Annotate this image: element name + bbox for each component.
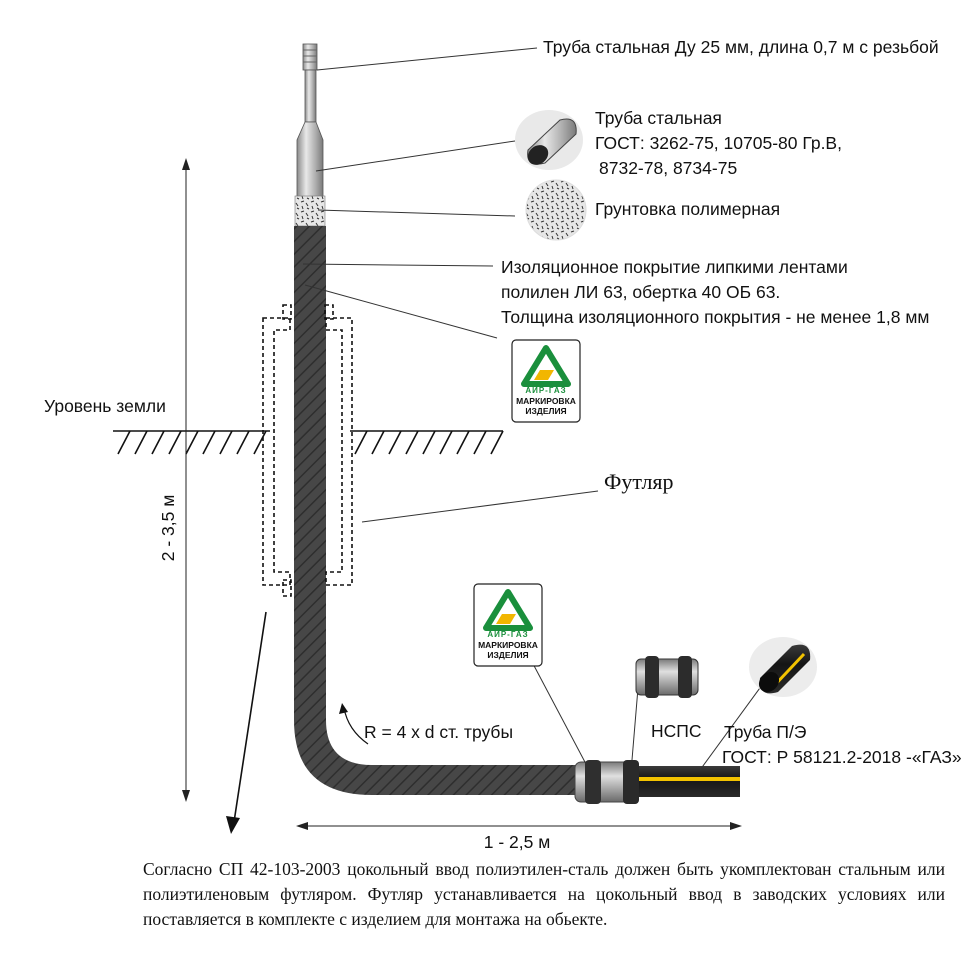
connection-ring (585, 760, 601, 804)
length-dimension (296, 822, 742, 830)
connection-ring (623, 760, 639, 804)
insulated-pipe (294, 226, 587, 795)
regulation-note: Согласно СП 42-103-2003 цокольный ввод п… (143, 859, 945, 929)
steel-pipe-label-line-1: Труба стальная (595, 108, 722, 128)
radius-arrow (339, 703, 369, 745)
depth-dimension (182, 158, 190, 802)
pe-pipe-icon (749, 637, 817, 697)
primer-icon (525, 179, 587, 241)
badge-caption-line-2: ИЗДЕЛИЯ (487, 650, 528, 660)
ground-line (113, 430, 504, 455)
badge-caption-line-1: МАРКИРОВКА (516, 396, 576, 406)
primer-label: Грунтовка полимерная (595, 199, 780, 219)
marking-badge: АИР-ГАЗ МАРКИРОВКА ИЗДЕЛИЯ (511, 339, 581, 423)
leader-lines (302, 47, 766, 771)
depth-label: 2 - 3,5 м (158, 495, 178, 562)
marking-badge: АИР-ГАЗ МАРКИРОВКА ИЗДЕЛИЯ (473, 583, 543, 667)
threaded-pipe-label: Труба стальная Ду 25 мм, длина 0,7 м с р… (543, 37, 939, 57)
casing-outline (262, 304, 353, 597)
steel-pipe-section (296, 121, 324, 201)
steel-pipe-label-line-2: ГОСТ: 3262-75, 10705-80 Гр.В, (595, 133, 842, 153)
badge-caption-line-2: ИЗДЕЛИЯ (525, 406, 566, 416)
radius-label: R = 4 x d ст. трубы (364, 722, 513, 742)
threaded-pipe-tip (302, 43, 318, 123)
pe-yellow-stripe (639, 777, 740, 781)
ground-level-label: Уровень земли (44, 396, 166, 416)
connection-icon (635, 656, 699, 698)
casing-label: Футляр (604, 469, 674, 494)
connection-label: НСПС (651, 721, 702, 741)
insulation-label-line-1: Изоляционное покрытие липкими лентами (501, 257, 848, 277)
badge-brand: АИР-ГАЗ (487, 630, 528, 639)
badge-brand: АИР-ГАЗ (525, 386, 566, 395)
insulation-label-line-3: Толщина изоляционного покрытия - не мене… (501, 307, 929, 327)
length-label: 1 - 2,5 м (484, 832, 551, 852)
primer-band (294, 195, 326, 227)
direction-arrow (226, 611, 267, 834)
badge-caption-line-1: МАРКИРОВКА (478, 640, 538, 650)
insulation-label-line-2: полилен ЛИ 63, обертка 40 ОБ 63. (501, 282, 780, 302)
pe-pipe-label-line-1: Труба П/Э (724, 722, 806, 742)
steel-pipe-icon (515, 110, 583, 170)
steel-pipe-label-line-3: 8732-78, 8734-75 (599, 158, 737, 178)
pe-pipe-label-line-2: ГОСТ: Р 58121.2-2018 -«ГАЗ» (722, 747, 962, 767)
pe-pipe (639, 766, 740, 797)
